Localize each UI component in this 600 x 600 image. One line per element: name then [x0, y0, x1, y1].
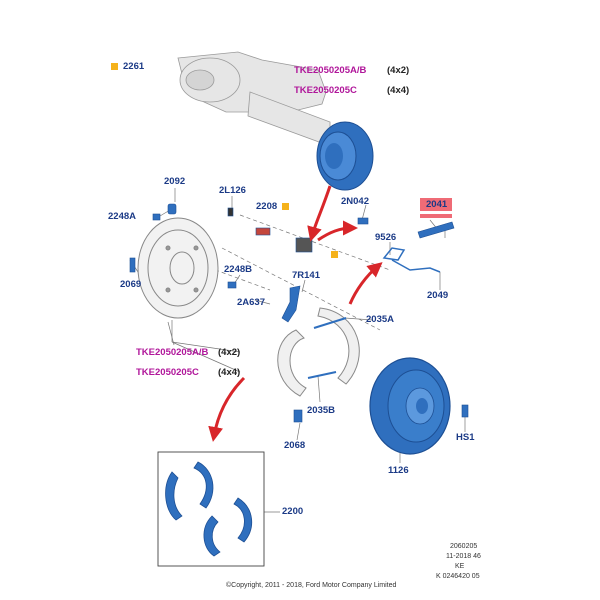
callout-2248a[interactable]: 2248A: [108, 211, 136, 222]
callout-2035b[interactable]: 2035B: [307, 405, 335, 416]
mid-link-4x4-qty: (4x4): [218, 367, 241, 378]
axle-link-4x4[interactable]: TKE2050205C: [294, 85, 357, 96]
callout-2n042[interactable]: 2N042: [341, 196, 369, 207]
callout-2041-tag[interactable]: 2041: [420, 198, 452, 211]
callout-2068[interactable]: 2068: [284, 440, 306, 451]
brake-shoes: [277, 307, 360, 397]
callout-1126[interactable]: 1126: [388, 465, 409, 476]
mid-link-4x2-qty: (4x2): [218, 347, 241, 358]
callout-hs1[interactable]: HS1: [456, 432, 475, 443]
rear-drum: [369, 357, 451, 455]
callout-2069[interactable]: 2069: [120, 279, 142, 290]
highlight-marker-cylinder: [331, 251, 338, 258]
callout-2200[interactable]: 2200: [282, 506, 304, 517]
mid-link-4x4[interactable]: TKE2050205C: [136, 367, 199, 378]
callout-2a637[interactable]: 2A637: [237, 297, 265, 308]
highlight-marker-legend: [111, 63, 118, 70]
legend-code-2261: 2261: [123, 61, 145, 72]
axle-housing: [177, 51, 331, 147]
red-arrows: [208, 185, 383, 442]
callout-7r141[interactable]: 7R141: [292, 270, 320, 281]
axle-link-4x2[interactable]: TKE2050205A/B: [294, 65, 367, 76]
callout-2041: 2041: [426, 199, 448, 210]
ref-line-1: 2060205: [450, 543, 478, 550]
mid-link-4x2[interactable]: TKE2050205A/B: [136, 347, 209, 358]
callout-2248b[interactable]: 2248B: [224, 264, 252, 275]
callout-2208[interactable]: 2208: [256, 201, 278, 212]
shoe-kit-box: [157, 451, 265, 567]
ref-line-3: KE: [455, 563, 465, 570]
ref-line-4: K 0246420 05: [436, 573, 480, 580]
callout-9526[interactable]: 9526: [375, 232, 397, 243]
axle-drum: [316, 121, 374, 191]
ref-line-2: 11-2018 46: [446, 553, 481, 560]
callout-2035a[interactable]: 2035A: [366, 314, 394, 325]
callout-2049[interactable]: 2049: [427, 290, 449, 301]
callout-2l126[interactable]: 2L126: [219, 185, 246, 196]
axle-link-4x2-qty: (4x2): [387, 65, 410, 76]
backing-plate: [137, 217, 219, 319]
copyright-text: ©Copyright, 2011 - 2018, Ford Motor Comp…: [226, 582, 397, 589]
part-2041-highlight: [420, 214, 452, 218]
highlight-marker-2208: [282, 203, 289, 210]
axle-link-4x4-qty: (4x4): [387, 85, 410, 96]
callout-2092[interactable]: 2092: [164, 176, 186, 187]
